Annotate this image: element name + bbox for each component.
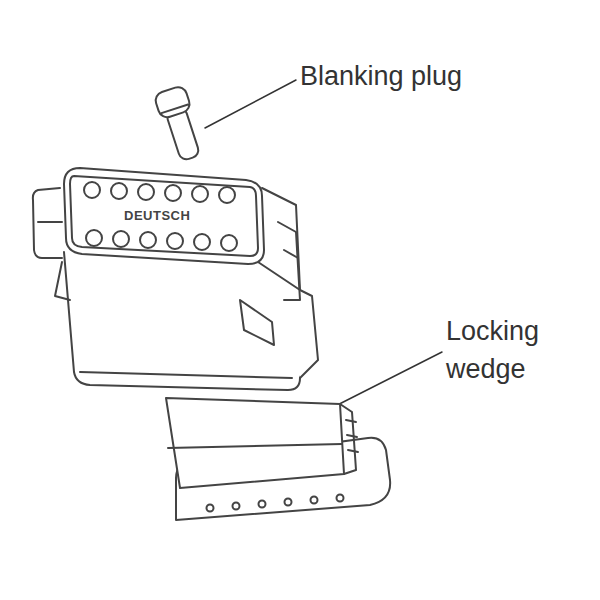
part-label: Locking wedge (446, 312, 586, 388)
connector-housing (33, 168, 318, 390)
leader-line (205, 80, 296, 128)
part-label: Blanking plug (300, 60, 560, 92)
pin-holes (84, 182, 237, 251)
locking-wedge (166, 398, 390, 520)
brand-marking: DEUTSCH (124, 208, 234, 223)
blanking-plug (153, 85, 206, 163)
